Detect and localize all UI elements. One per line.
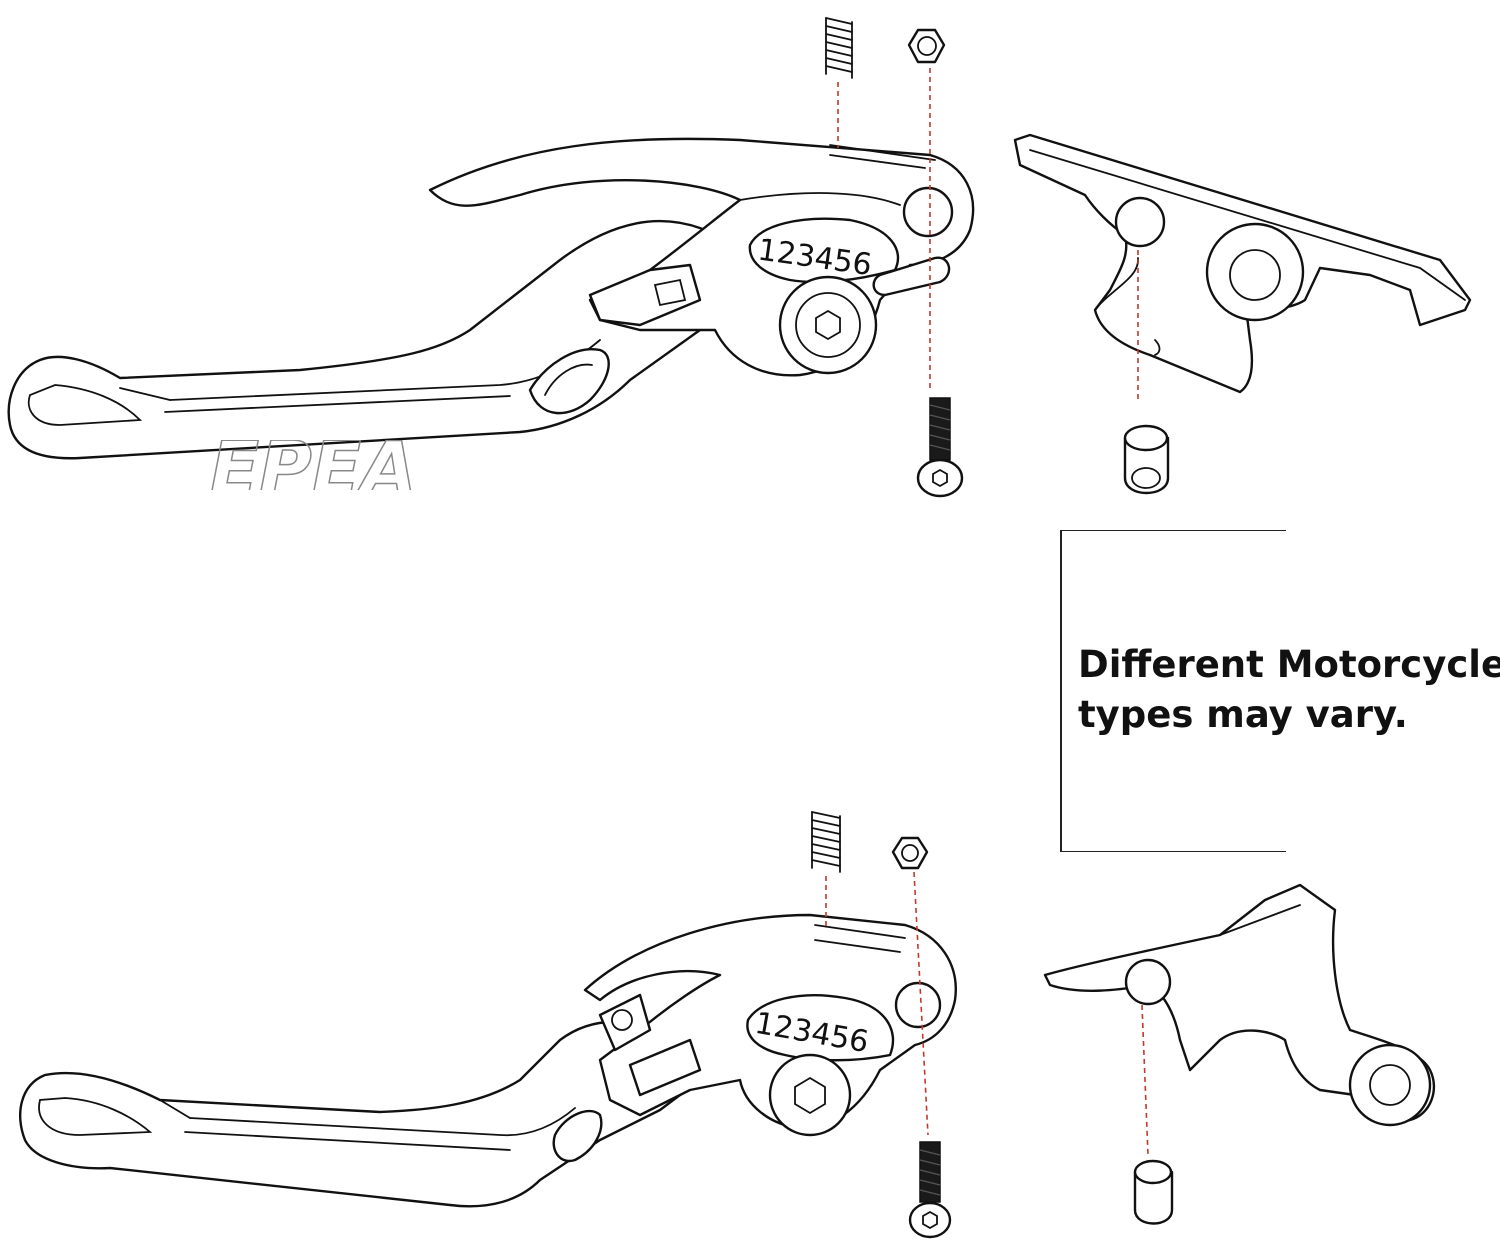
note-callout-frame: [1060, 530, 1286, 852]
bottom-lever-arm: [18, 1020, 702, 1208]
note-line-2: types may vary.: [1078, 693, 1408, 736]
top-bolt: [916, 397, 964, 498]
bottom-assembly: 123456: [18, 811, 1436, 1239]
bottom-bolt: [908, 1141, 952, 1239]
bottom-bracket-pivot: [1348, 1043, 1432, 1127]
top-watermark: EPEA: [210, 426, 417, 510]
bottom-nut: [891, 836, 929, 870]
top-bushing: [1123, 424, 1170, 495]
top-bracket-pivot: [1205, 222, 1305, 322]
bottom-spring: [811, 811, 841, 873]
bottom-lever-body: 123456: [583, 913, 957, 1137]
top-pivot-hole: [902, 186, 954, 238]
top-assembly: EPEA 123456: [7, 15, 1472, 510]
top-nut: [907, 28, 946, 64]
bottom-adjuster-knob: [768, 1053, 852, 1137]
top-lever-arm: [7, 219, 762, 460]
top-lever-body: 123456: [428, 137, 975, 377]
bottom-bracket: [1043, 883, 1436, 1127]
top-bracket-hole: [1114, 196, 1166, 248]
top-spring: [825, 15, 853, 79]
bottom-pivot-hole: [894, 981, 942, 1029]
top-bracket: [1013, 133, 1472, 394]
bottom-bracket-hole: [1124, 958, 1172, 1006]
top-adjuster-knob: [778, 275, 878, 375]
note-line-1: Different Motorcycle: [1078, 643, 1500, 686]
bottom-bushing: [1133, 1159, 1174, 1225]
note-callout-text: Different Motorcycle types may vary.: [1078, 640, 1500, 740]
